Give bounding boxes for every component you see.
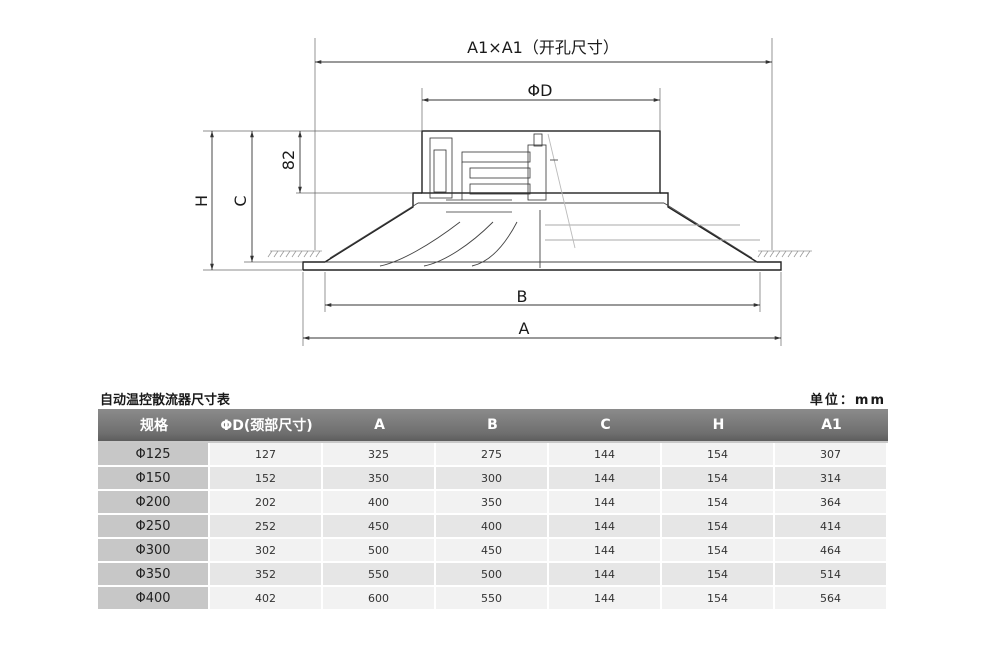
ceiling-hatch	[267, 250, 812, 258]
cell-model: Φ200	[98, 491, 210, 515]
cell-b: 550	[436, 587, 549, 611]
dim-a-label: A	[519, 319, 530, 338]
dim-82-label: 82	[279, 150, 298, 170]
header-c: C	[549, 409, 662, 443]
cell-c: 144	[549, 515, 662, 539]
cell-c: 144	[549, 443, 662, 467]
cell-h: 154	[662, 515, 775, 539]
cell-a: 325	[323, 443, 436, 467]
header-model: 规格	[98, 409, 210, 443]
table-header-row: 规格 ΦD(颈部尺寸) A B C H A1	[98, 409, 888, 443]
cell-phid: 202	[210, 491, 323, 515]
cell-b: 300	[436, 467, 549, 491]
cell-phid: 252	[210, 515, 323, 539]
cell-b: 450	[436, 539, 549, 563]
extension-lines	[203, 38, 782, 346]
cell-a1: 514	[775, 563, 888, 587]
thermo-mechanism	[429, 133, 558, 213]
diffuser-section-drawing: A1×A1（开孔尺寸） ΦD B A H C 82	[192, 38, 812, 346]
cell-a: 600	[323, 587, 436, 611]
dim-b-label: B	[517, 287, 528, 306]
diffuser-body	[302, 130, 782, 271]
cell-h: 154	[662, 491, 775, 515]
header-a1: A1	[775, 409, 888, 443]
unit-label: 单位：mm	[809, 393, 886, 408]
cell-a: 350	[323, 467, 436, 491]
dimension-lines	[210, 60, 781, 340]
cell-a1: 564	[775, 587, 888, 611]
cell-a: 550	[323, 563, 436, 587]
dim-c-label: C	[231, 195, 250, 206]
cell-phid: 352	[210, 563, 323, 587]
cell-c: 144	[549, 563, 662, 587]
cell-phid: 127	[210, 443, 323, 467]
cell-phid: 402	[210, 587, 323, 611]
cell-a: 450	[323, 515, 436, 539]
cell-a1: 364	[775, 491, 888, 515]
cell-model: Φ125	[98, 443, 210, 467]
cell-a: 400	[323, 491, 436, 515]
cell-model: Φ150	[98, 467, 210, 491]
cell-a1: 414	[775, 515, 888, 539]
cell-model: Φ250	[98, 515, 210, 539]
cell-b: 400	[436, 515, 549, 539]
cell-phid: 302	[210, 539, 323, 563]
cell-phid: 152	[210, 467, 323, 491]
cell-b: 350	[436, 491, 549, 515]
header-phid: ΦD(颈部尺寸)	[210, 409, 323, 443]
dim-phid-label: ΦD	[528, 81, 553, 100]
cell-h: 154	[662, 587, 775, 611]
cell-c: 144	[549, 491, 662, 515]
cell-h: 154	[662, 563, 775, 587]
cell-h: 154	[662, 443, 775, 467]
cell-c: 144	[549, 587, 662, 611]
cell-c: 144	[549, 539, 662, 563]
diffuser-cone-lines	[325, 133, 760, 268]
cell-b: 500	[436, 563, 549, 587]
cell-a: 500	[323, 539, 436, 563]
dim-a1-label: A1×A1（开孔尺寸）	[467, 38, 619, 57]
cell-b: 275	[436, 443, 549, 467]
header-h: H	[662, 409, 775, 443]
table-title: 自动温控散流器尺寸表	[100, 393, 231, 408]
cell-c: 144	[549, 467, 662, 491]
header-a: A	[323, 409, 436, 443]
cell-h: 154	[662, 539, 775, 563]
cell-a1: 314	[775, 467, 888, 491]
cell-h: 154	[662, 467, 775, 491]
cell-a1: 464	[775, 539, 888, 563]
cell-model: Φ400	[98, 587, 210, 611]
dim-h-label: H	[192, 195, 211, 207]
header-b: B	[436, 409, 549, 443]
cell-model: Φ300	[98, 539, 210, 563]
cell-a1: 307	[775, 443, 888, 467]
cell-model: Φ350	[98, 563, 210, 587]
